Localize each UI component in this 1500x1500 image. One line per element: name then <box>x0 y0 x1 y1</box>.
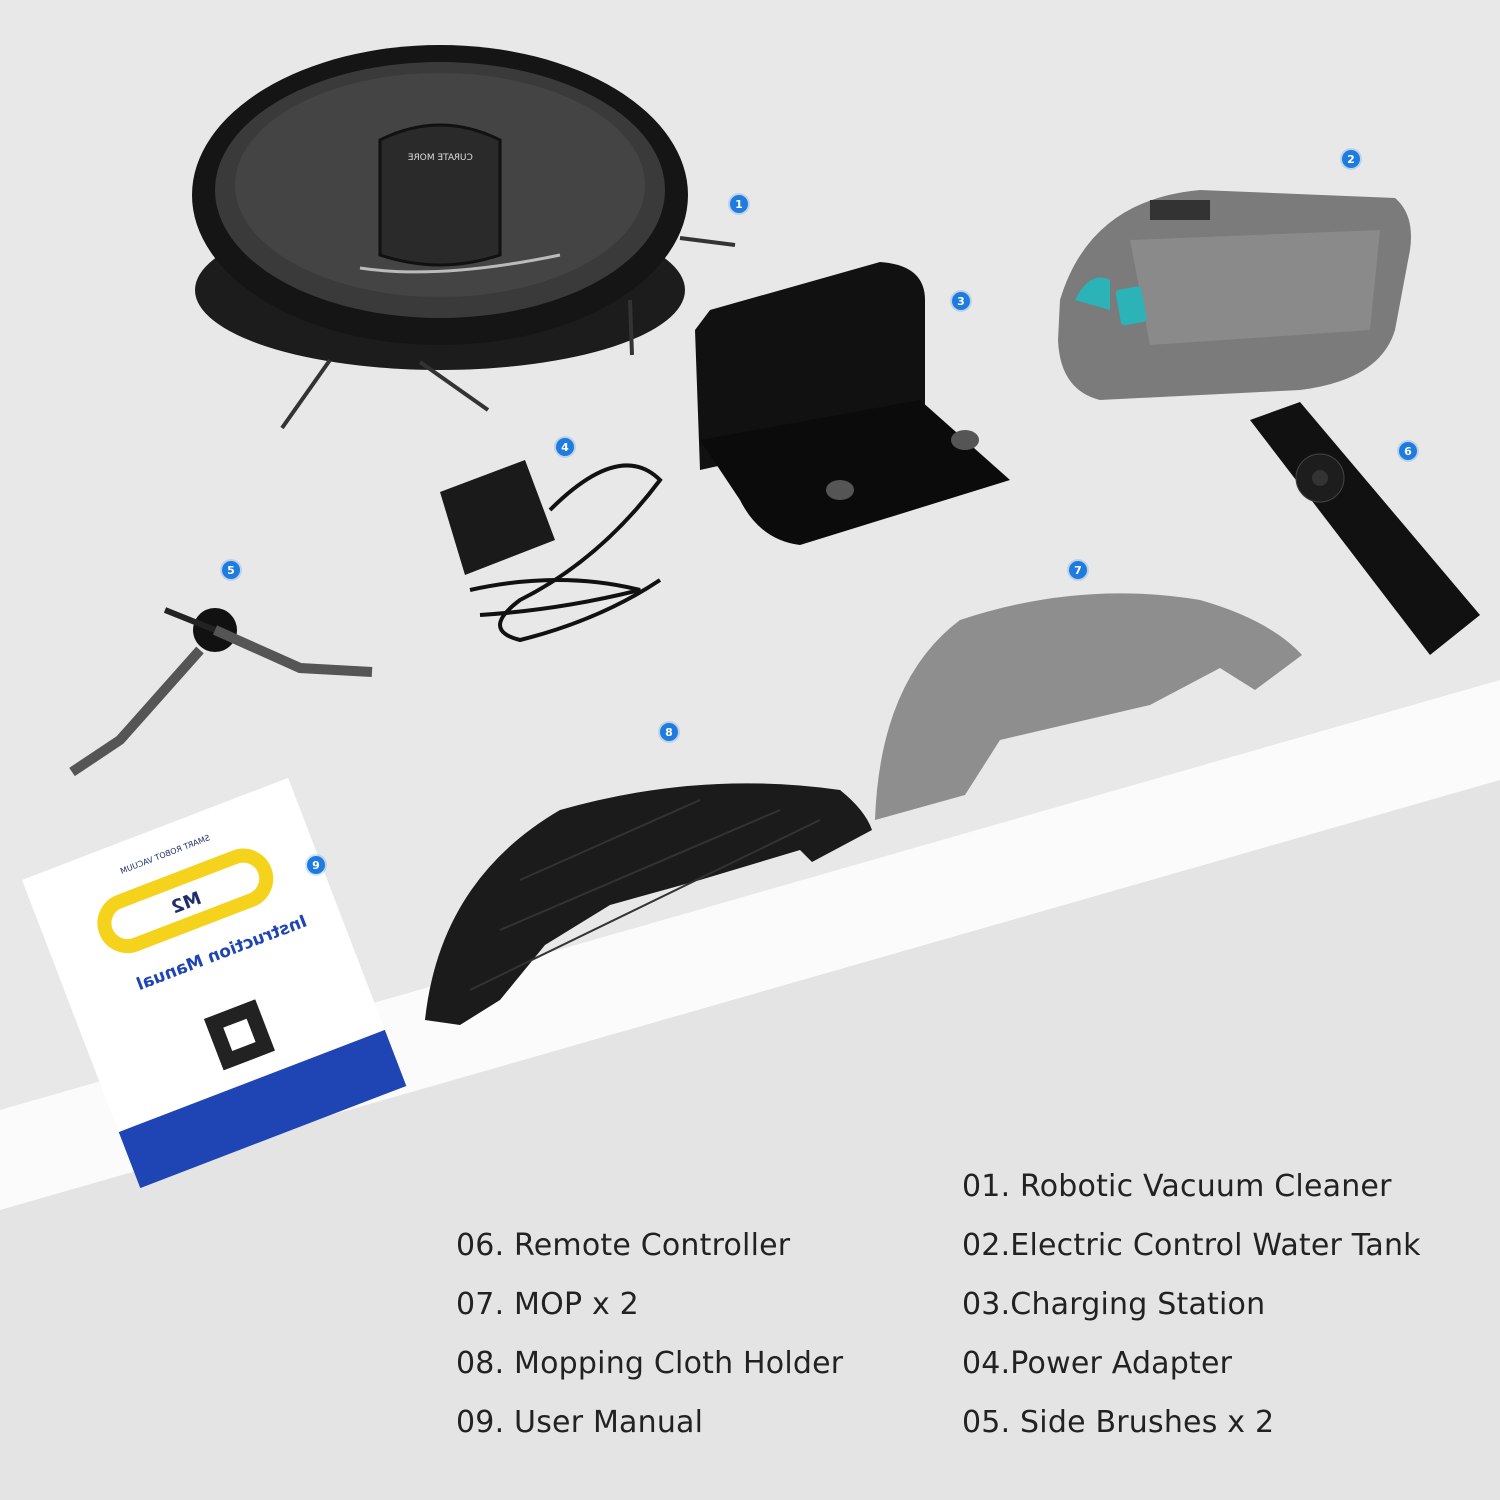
badge-2: 2 <box>1342 150 1360 168</box>
badge-4: 4 <box>556 438 574 456</box>
legend-item: 08. Mopping Cloth Holder <box>456 1346 844 1381</box>
mop-cloth <box>875 593 1302 820</box>
badge-6: 6 <box>1399 442 1417 460</box>
side-brush <box>69 607 373 777</box>
user-manual: SMART ROBOT VACUUM M2 Instruction Manual <box>22 777 407 1189</box>
mopping-cloth-holder <box>425 783 872 1025</box>
badge-9: 9 <box>307 856 325 874</box>
charging-station <box>695 262 1010 545</box>
legend-item: 05. Side Brushes x 2 <box>962 1405 1275 1440</box>
legend-item: 09. User Manual <box>456 1405 704 1440</box>
power-adapter <box>440 460 663 643</box>
legend-right: 01. Robotic Vacuum Cleaner 02.Electric C… <box>962 1157 1421 1452</box>
legend-item: 06. Remote Controller <box>456 1228 791 1263</box>
robot-brand-text: CURATE MORE <box>407 153 472 163</box>
badge-1: 1 <box>730 195 748 213</box>
legend-item: 04.Power Adapter <box>962 1346 1233 1381</box>
remote-controller <box>1250 402 1480 655</box>
legend-item: 03.Charging Station <box>962 1287 1266 1322</box>
badge-8: 8 <box>660 723 678 741</box>
water-tank <box>1058 190 1411 400</box>
robot-vacuum: CURATE MORE <box>192 45 736 430</box>
badge-5: 5 <box>222 561 240 579</box>
badge-7: 7 <box>1069 561 1087 579</box>
legend-item: 01. Robotic Vacuum Cleaner <box>962 1169 1392 1204</box>
badge-3: 3 <box>952 292 970 310</box>
legend-item: 02.Electric Control Water Tank <box>962 1228 1421 1263</box>
legend-left: 06. Remote Controller 07. MOP x 2 08. Mo… <box>456 1216 843 1452</box>
legend-item: 07. MOP x 2 <box>456 1287 639 1322</box>
